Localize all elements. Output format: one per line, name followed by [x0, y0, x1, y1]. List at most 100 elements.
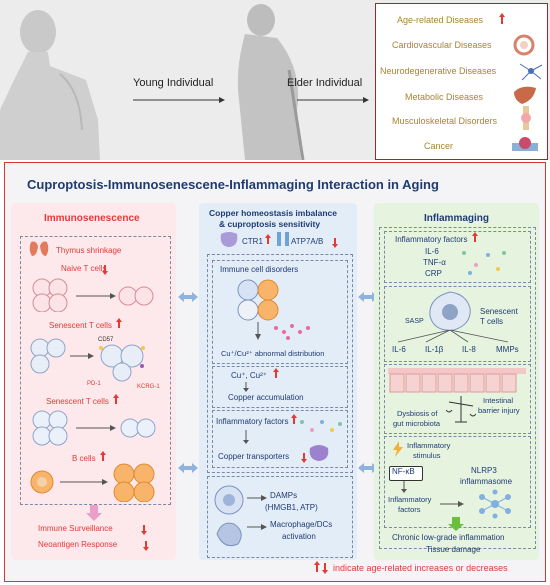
naive-t-label: Naive T cells: [61, 264, 107, 273]
b-cells-illustration: [30, 463, 155, 502]
copper-accumulation-label: Copper accumulation: [228, 393, 304, 402]
senescent-cell-illustration: [429, 291, 471, 331]
damps-label: DAMPs: [270, 491, 298, 500]
nfkb-down-arrow: [401, 481, 407, 493]
copper-title-line1: Copper homeostasis imbalance: [209, 208, 338, 218]
nfkb-badge: [389, 466, 423, 481]
dysbiosis-line2: gut microbiota: [393, 419, 441, 428]
ctr1-increase-arrow: [265, 234, 271, 244]
nfkb-label: NF-κB: [392, 467, 415, 476]
neoantigen-response-label: Neoantigen Response: [38, 540, 118, 549]
disease-item: Cancer: [424, 141, 454, 151]
thymus-icon: [29, 241, 49, 256]
ctr1-transporter-icon: [220, 232, 238, 247]
elder-individual-label: Elder Individual: [287, 77, 363, 89]
crp-label: CRP: [425, 269, 442, 278]
lightning-icon: [393, 441, 403, 457]
atp7-label: ATP7A/B: [291, 237, 324, 246]
stimulus-line2: stimulus: [413, 451, 441, 460]
immunosenescence-outcome-arrow: [86, 505, 102, 521]
main-title: Cuproptosis-Immunosenescene-Inflammaging…: [27, 177, 439, 192]
damps-cell-illustration: [214, 485, 244, 547]
inflammaging-outcome-arrow: [448, 517, 464, 531]
pd1-label: PD-1: [87, 381, 101, 387]
heart-vessel-icon: [513, 34, 535, 56]
ctr1-label: CTR1: [242, 237, 263, 246]
atp7-decrease-arrow: [332, 238, 338, 248]
bcells-increase-arrow: [100, 451, 106, 461]
barrier-line1: Intestinal: [483, 396, 514, 405]
senescent-cells-line2: T cells: [480, 317, 503, 326]
elder-person-illustration: [237, 4, 305, 160]
immunosenescence-dashed-box: [20, 236, 171, 505]
cu-ions-increase-arrow: [273, 368, 279, 378]
chronic-inflammation-label: Chronic low-grade inflammation: [392, 533, 505, 542]
senescent-t-cells-illustration-1: [30, 338, 145, 382]
nlrp3-line2: inflammasome: [460, 477, 513, 486]
right-factors-increase-arrow: [472, 232, 478, 242]
sasp-label: SASP: [405, 318, 424, 325]
stimulus-line1: Inflammatory: [407, 441, 451, 450]
center-inflammatory-factors-label: Inflammatory factors: [216, 417, 289, 426]
center-right-bottom-arrow: [358, 463, 378, 473]
damps-detail-label: (HMGB1, ATP): [265, 503, 318, 512]
damps-box: [207, 476, 353, 558]
damps-arrow: [247, 495, 267, 501]
sasp-mmps-label: MMPs: [496, 345, 519, 354]
copper-dashed-box: [207, 254, 353, 473]
sasp-il1b-label: IL-1β: [425, 345, 444, 354]
left-center-top-arrow: [178, 292, 198, 302]
senescent-t-cells-illustration-2: [32, 410, 156, 446]
balance-scale-icon: [446, 396, 476, 423]
macrophage-arrow: [247, 524, 267, 530]
neoantigen-decrease-arrow: [143, 541, 149, 551]
age-related-diseases-box: Age-related Diseases Cardiovascular Dise…: [375, 3, 548, 160]
liver-icon: [514, 86, 536, 104]
il6-label: IL-6: [425, 247, 439, 256]
disease-increase-arrow: [499, 13, 505, 24]
dysbiosis-line1: Dysbiosis of: [397, 409, 438, 418]
right-inflam-factors-line1: Inflammatory: [388, 495, 432, 504]
right-factors-box: [384, 231, 531, 283]
disease-item: Cardiovascular Diseases: [392, 40, 492, 50]
sasp-branch-arrows: [397, 330, 509, 343]
elder-to-diseases-arrow: [297, 97, 369, 103]
young-person-illustration: [0, 10, 100, 160]
joint-icon: [521, 106, 531, 130]
immune-surveillance-label: Immune Surveillance: [38, 524, 113, 533]
disease-item: Musculoskeletal Disorders: [392, 116, 498, 126]
sasp-il6-label: IL-6: [392, 345, 406, 354]
cu-abnormal-distribution-label: Cu⁺/Cu²⁺ abnormal distribution: [221, 349, 325, 358]
legend-label: indicate age-related increases or decrea…: [333, 563, 508, 573]
senescent-cells-line1: Senescent: [480, 307, 518, 316]
nlrp3-line1: NLRP3: [471, 466, 497, 475]
senescent-t-label-2: Senescent T cells: [46, 397, 109, 406]
immunosenescence-title: Immunosenescence: [44, 213, 140, 224]
transporter-arrow: [243, 430, 249, 444]
inflammaging-title: Inflammaging: [424, 213, 490, 224]
sasp-box: [384, 286, 531, 362]
activation-label: activation: [282, 532, 316, 541]
kcrg1-label: KCRG-1: [137, 384, 160, 390]
disease-item: Neurodegenerative Diseases: [380, 66, 497, 76]
immune-cell-disorders-box: [212, 260, 348, 364]
center-right-top-arrow: [358, 292, 378, 302]
cu-ions-label: Cu⁺, Cu²⁺: [231, 371, 268, 380]
transporter-protein-icon: [309, 445, 329, 461]
surveillance-decrease-arrow: [141, 525, 147, 535]
neuron-icon: [519, 63, 543, 81]
copper-accumulation-box: [212, 366, 348, 408]
factors-to-inflammasome-arrow: [440, 501, 464, 507]
b-cells-label: B cells: [72, 454, 96, 463]
sasp-il8-label: IL-8: [462, 345, 476, 354]
center-inflam-increase-arrow: [291, 414, 297, 424]
transporters-decrease-arrow: [301, 453, 307, 463]
legend-up-arrow: [314, 561, 320, 572]
legend-down-arrow: [322, 563, 328, 574]
copper-transporters-label: Copper transporters: [218, 452, 290, 461]
naive-decrease-arrow: [102, 265, 108, 275]
age-related-diseases-header: Age-related Diseases: [397, 15, 484, 25]
left-center-bottom-arrow: [178, 463, 198, 473]
accumulation-arrow: [243, 382, 249, 392]
tissue-damage-label: Tissue damage: [426, 545, 481, 554]
